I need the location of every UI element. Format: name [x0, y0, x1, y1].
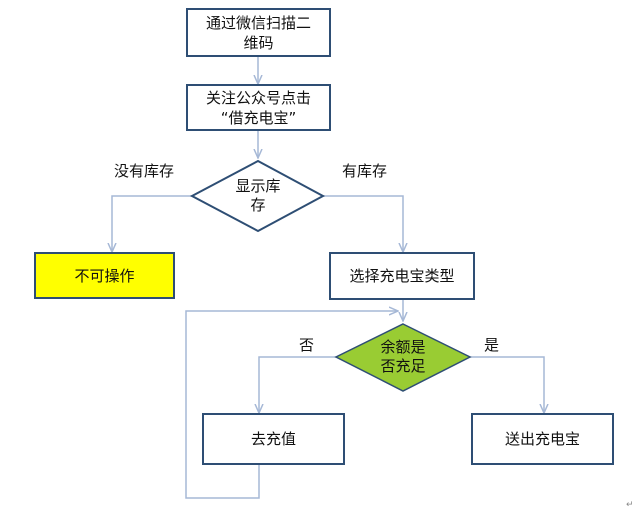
edge-stock-no: [112, 195, 192, 252]
recharge-label: 去充值: [250, 430, 296, 448]
edge-balance-yes: [470, 356, 544, 413]
has-stock-label: 有库存: [342, 162, 388, 180]
no-operation-label: 不可操作: [74, 266, 135, 285]
no-stock-label: 没有库存: [114, 162, 175, 180]
stock-line-1: 显示库: [235, 177, 281, 195]
balance-diamond: [334, 323, 472, 392]
balance-line-2: 否充足: [380, 357, 426, 375]
dispatch-powerbank-node: 送出充电宝: [471, 413, 614, 465]
dispatch-powerbank-label: 送出充电宝: [504, 430, 580, 448]
edge-recharge-loop: [185, 311, 398, 499]
paragraph-mark: ↵: [626, 500, 634, 510]
follow-account-node: 关注公众号点击 “借充电宝”: [186, 84, 331, 131]
stock-diamond-label: 显示库 存: [218, 177, 298, 215]
select-type-node: 选择充电宝类型: [329, 252, 475, 300]
balance-line-1: 余额是: [380, 338, 426, 356]
balance-diamond-label: 余额是 否充足: [363, 338, 443, 376]
scan-qr-node: 通过微信扫描二 维码: [186, 8, 331, 57]
follow-account-line-1: 关注公众号点击: [205, 88, 311, 107]
scan-qr-line-2: 维码: [243, 33, 274, 52]
edge-stock-yes: [323, 195, 403, 252]
follow-account-line-2: “借充电宝”: [220, 108, 297, 127]
stock-line-2: 存: [250, 196, 266, 214]
select-type-label: 选择充电宝类型: [349, 267, 455, 285]
balance-yes-label: 是: [484, 336, 500, 354]
recharge-node: 去充值: [202, 413, 345, 465]
no-operation-node: 不可操作: [34, 252, 175, 299]
scan-qr-line-1: 通过微信扫描二: [205, 13, 311, 32]
edge-balance-no: [259, 356, 336, 413]
balance-no-label: 否: [299, 336, 315, 354]
stock-diamond: [189, 159, 326, 233]
